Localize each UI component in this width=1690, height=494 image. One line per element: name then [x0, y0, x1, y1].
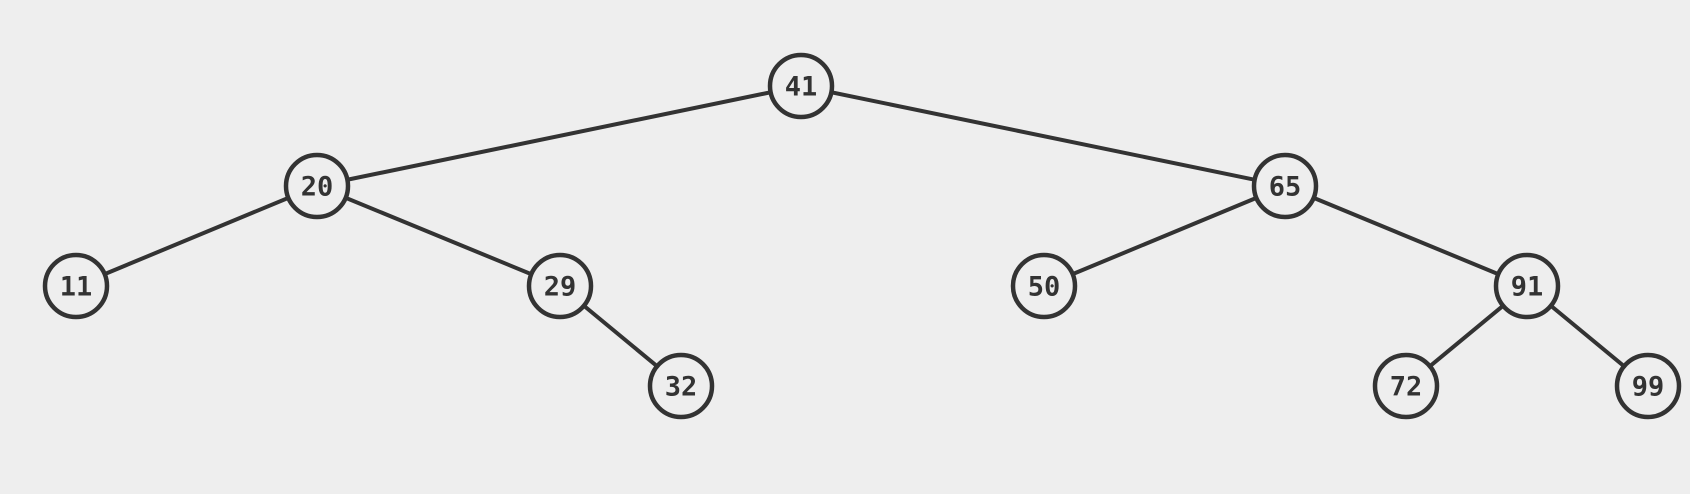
- node-label: 20: [301, 172, 334, 203]
- tree-node-41: 41: [767, 52, 835, 120]
- node-label: 91: [1511, 272, 1544, 303]
- edge-65-50: [1042, 184, 1287, 288]
- tree-node-99: 99: [1614, 352, 1682, 420]
- node-label: 11: [60, 272, 93, 303]
- node-label: 29: [544, 272, 577, 303]
- nodes-layer: 41 20 65 11 29 32 50 91 72 99: [42, 52, 1682, 420]
- tree-node-65: 65: [1251, 152, 1319, 220]
- node-label: 50: [1028, 272, 1061, 303]
- node-circle: [767, 52, 835, 120]
- node-circle: [647, 352, 715, 420]
- tree-node-50: 50: [1010, 252, 1078, 320]
- node-circle: [526, 252, 594, 320]
- edge-41-20: [315, 84, 803, 188]
- tree-node-11: 11: [42, 252, 110, 320]
- node-circle: [42, 252, 110, 320]
- node-circle: [1010, 252, 1078, 320]
- node-circle: [1372, 352, 1440, 420]
- edge-65-91: [1283, 184, 1529, 288]
- node-circle: [1251, 152, 1319, 220]
- node-label: 65: [1269, 172, 1302, 203]
- node-label: 41: [785, 72, 818, 103]
- tree-node-91: 91: [1493, 252, 1561, 320]
- edge-41-65: [799, 84, 1287, 188]
- edges-layer: [74, 84, 1650, 388]
- node-label: 72: [1390, 372, 1423, 403]
- node-label: 99: [1632, 372, 1665, 403]
- tree-node-32: 32: [647, 352, 715, 420]
- edge-20-29: [315, 184, 562, 288]
- tree-node-29: 29: [526, 252, 594, 320]
- node-circle: [1493, 252, 1561, 320]
- edge-20-11: [74, 184, 319, 288]
- tree-node-20: 20: [283, 152, 351, 220]
- node-circle: [1614, 352, 1682, 420]
- node-circle: [283, 152, 351, 220]
- tree-node-72: 72: [1372, 352, 1440, 420]
- node-label: 32: [665, 372, 698, 403]
